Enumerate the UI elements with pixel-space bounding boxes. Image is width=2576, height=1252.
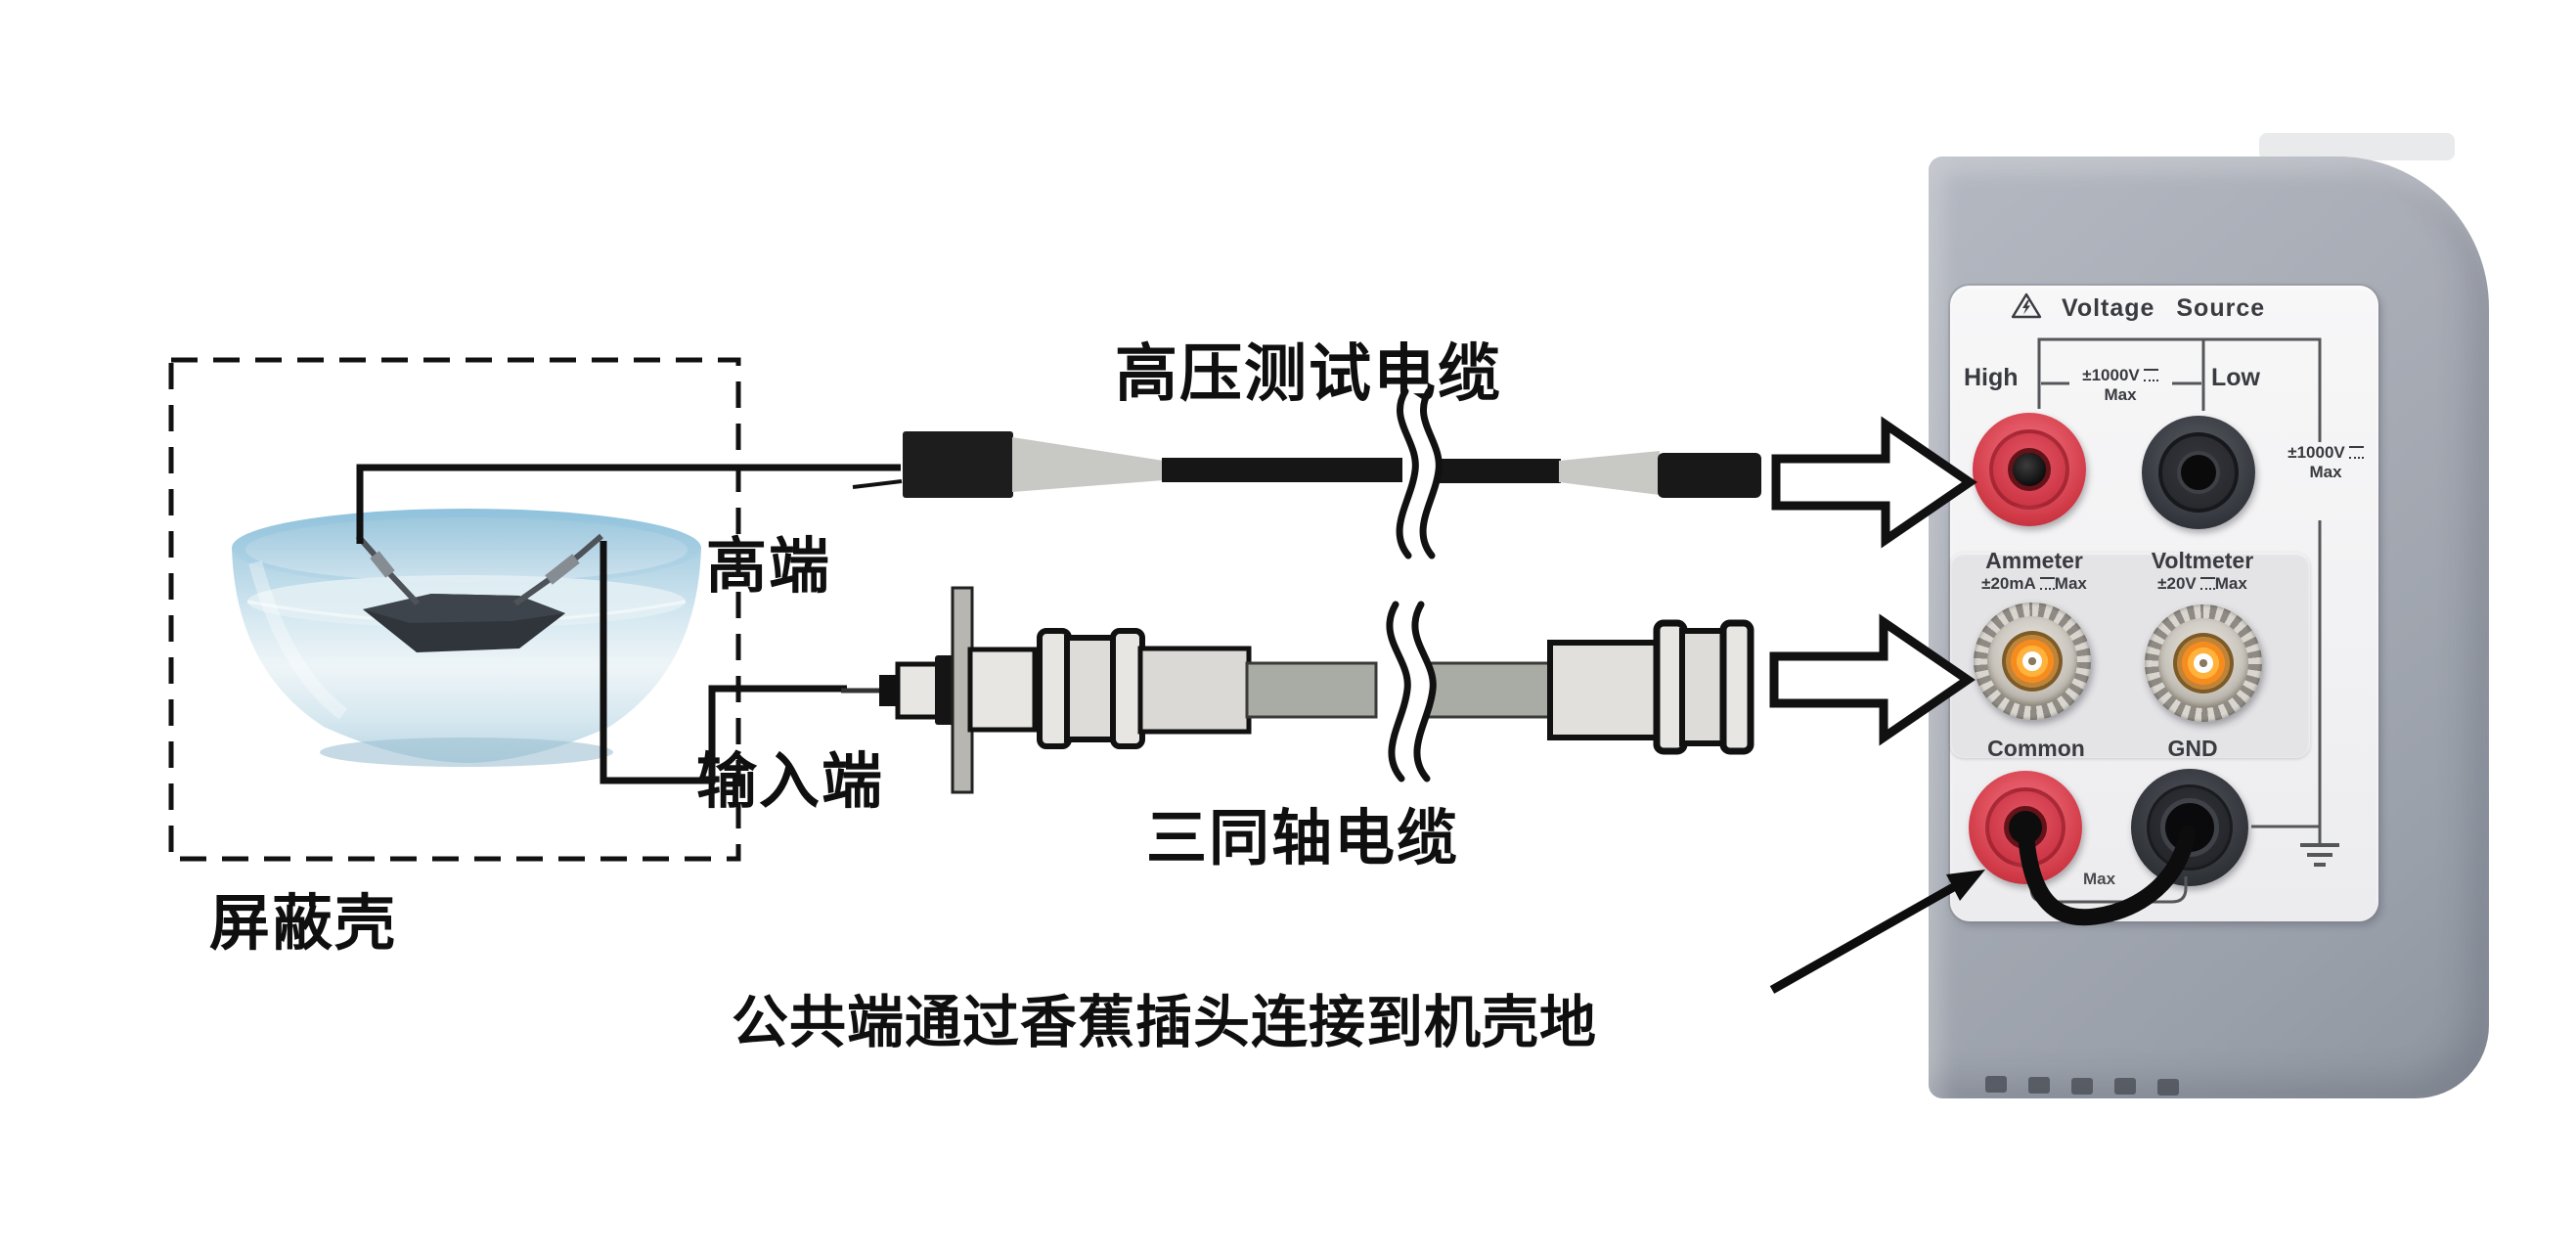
high-jack-hole	[2008, 448, 2051, 491]
triax-pin-base	[879, 675, 901, 706]
common-ground-annotation: 公共端通过香蕉插头连接到机壳地	[732, 991, 1598, 1054]
triax-barrel	[967, 647, 1038, 733]
triax-nose	[895, 661, 942, 720]
vent-slot	[2028, 1077, 2050, 1094]
low-terminal-label: Low	[2211, 364, 2260, 391]
hv-cable-end-plug	[1658, 453, 1761, 498]
voltage-limit-right-value: ±1000V	[2287, 443, 2345, 462]
plug-boot-taper	[1012, 437, 1164, 492]
high-end-label: 高端	[706, 533, 832, 601]
ammeter-label: Ammeter	[1985, 548, 2083, 573]
gnd-jack-hole	[2160, 798, 2219, 857]
water-bowl-photo	[232, 509, 701, 767]
triax-barrel	[1137, 646, 1252, 735]
triax-flange	[951, 586, 974, 794]
banana-plug-body	[903, 431, 1013, 498]
low-banana-jack	[2142, 416, 2255, 529]
max-bracket-label: Max	[2083, 870, 2116, 888]
cable-break-curve	[1386, 601, 1411, 782]
instrument-top-edge	[2259, 133, 2455, 160]
cable-break-curve	[1396, 387, 1419, 559]
dc-symbol-icon	[2039, 577, 2055, 591]
plug-prong	[852, 479, 903, 489]
triax-coupler-ring	[1037, 628, 1072, 749]
cable-break-curve	[1419, 387, 1443, 559]
high-terminal-label: High	[1964, 364, 2019, 391]
vent-slot	[2071, 1078, 2093, 1095]
bowl-bottom-shadow	[320, 738, 613, 767]
bnc-center-pin	[2194, 653, 2213, 673]
bowl-rim-inner	[245, 517, 688, 582]
voltage-limit-value: ±1000V	[2082, 366, 2140, 384]
common-terminal-label: Common	[1987, 736, 2085, 761]
triax-end-ring	[1653, 619, 1688, 755]
gnd-banana-jack	[2131, 769, 2248, 886]
cable-break-gap	[1390, 602, 1434, 784]
common-jack-hole	[2004, 806, 2047, 849]
gnd-terminal-label: GND	[2167, 736, 2218, 761]
plug-boot-taper	[1559, 451, 1660, 495]
cable-break-gap	[1399, 389, 1438, 561]
voltmeter-label-block: Voltmeter ±20V Max	[2138, 548, 2267, 594]
high-banana-jack	[1973, 413, 2086, 526]
warning-triangle-icon	[2011, 292, 2042, 319]
dc-symbol-icon	[2143, 369, 2158, 382]
hv-cable-label: 高压测试电缆	[1115, 338, 1502, 409]
vent-slot	[1985, 1076, 2007, 1093]
dc-symbol-icon	[2199, 577, 2215, 591]
voltmeter-label: Voltmeter	[2151, 548, 2254, 573]
triax-cable-run-left	[1245, 661, 1378, 719]
voltage-limit-right-suffix: Max	[2309, 463, 2342, 481]
voltage-limit-right: ±1000V Max	[2271, 443, 2380, 482]
triax-black-ring	[935, 655, 958, 725]
triax-cable-run-right	[1421, 661, 1554, 719]
hv-cable-run-left	[1162, 458, 1402, 482]
common-banana-jack	[1969, 771, 2082, 884]
voltmeter-limit-suffix: Max	[2214, 574, 2247, 593]
voltmeter-limit: ±20V	[2157, 574, 2197, 593]
hv-cable-run-right	[1432, 459, 1561, 483]
voltmeter-bnc-connector	[2145, 604, 2262, 722]
triax-cable-label: 三同轴电缆	[1146, 805, 1460, 872]
low-jack-hole	[2177, 451, 2220, 494]
triax-coupler-ring	[1110, 628, 1145, 749]
vent-slot	[2157, 1079, 2179, 1096]
voltage-limit-center: ±1000V Max	[2065, 366, 2175, 405]
triax-end-ring	[1719, 619, 1754, 755]
shield-box-label: 屏蔽壳	[209, 890, 398, 958]
bnc-center-pin	[2022, 651, 2042, 671]
triax-end-mid	[1679, 628, 1730, 746]
triax-coupler-mid	[1064, 635, 1118, 742]
ammeter-limit-suffix: Max	[2054, 574, 2087, 593]
cable-break-curve	[1411, 601, 1437, 782]
input-end-label: 输入端	[696, 748, 885, 816]
triax-end-barrel	[1547, 640, 1663, 740]
dc-symbol-icon	[2348, 446, 2364, 460]
ammeter-limit: ±20mA	[1981, 574, 2036, 593]
vent-slot	[2114, 1078, 2136, 1095]
ammeter-label-block: Ammeter ±20mA Max	[1974, 548, 2095, 594]
ammeter-bnc-connector	[1974, 603, 2091, 720]
voltage-limit-suffix: Max	[2104, 385, 2137, 404]
voltage-source-title: Voltage Source	[2062, 294, 2266, 322]
